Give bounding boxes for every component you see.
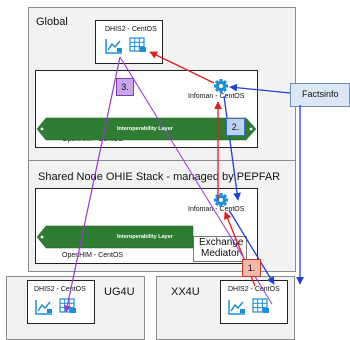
dhis2-xx4u-box <box>220 280 288 324</box>
openhim-shared-label: OpenHIM - CentOS <box>62 252 124 259</box>
dhis2-table-icon-xx4u <box>252 298 269 313</box>
dhis2-chart-icon-ug4u <box>35 300 52 315</box>
dhis2-ug4u-box <box>27 280 95 324</box>
dhis2-table-icon-global <box>129 37 146 52</box>
gear-icon-shared <box>214 193 228 207</box>
factsinfo-box <box>290 83 350 107</box>
step-2-badge: 2. <box>226 118 245 136</box>
interoperability-layer-global-shape <box>36 117 257 141</box>
infoman-shared-label: Infoman - CentOS <box>188 206 245 213</box>
step-3-badge: 3. <box>116 78 134 96</box>
gear-icon-global <box>214 79 228 93</box>
step-1-badge: 1. <box>242 259 261 277</box>
ug4u-zone-title: UG4U <box>104 286 135 298</box>
dhis2-chart-icon-xx4u <box>228 300 245 315</box>
interoperability-layer-shared-label: Interoperability Layer <box>117 234 173 240</box>
dhis2-xx4u-label: DHIS2 - CentOS <box>228 286 280 293</box>
factsinfo-label: Factsinfo <box>302 89 339 99</box>
interoperability-layer-global-label: Interoperability Layer <box>117 126 173 132</box>
global-zone-title: Global <box>36 16 68 28</box>
xx4u-zone-title: XX4U <box>171 286 200 298</box>
exchange-mediator-line2: Mediator <box>201 248 240 259</box>
dhis2-ug4u-label: DHIS2 - CentOS <box>34 286 86 293</box>
interoperability-layer-shared-shape <box>36 225 194 249</box>
dhis2-global-label: DHIS2 - CentOS <box>105 26 157 33</box>
dhis2-chart-icon-global <box>105 39 122 54</box>
shared-node-zone-title: Shared Node OHIE Stack - managed by PEPF… <box>38 171 281 183</box>
blue-flow-arrows <box>223 83 304 285</box>
exchange-mediator-line1: Exchange <box>199 237 244 248</box>
infoman-global-label: Infoman - CentOS <box>188 93 245 100</box>
